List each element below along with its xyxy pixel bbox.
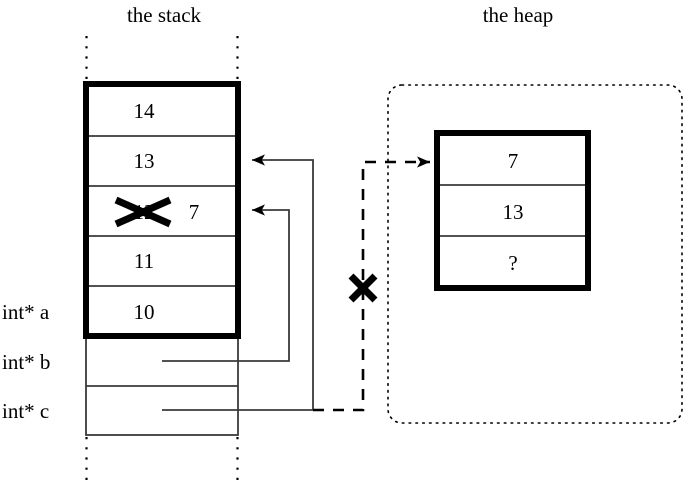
stack-cell-value-10: 10 xyxy=(134,300,155,324)
edge-c-to-heap-7 xyxy=(313,156,430,412)
stack-cell-value-14: 14 xyxy=(134,99,156,123)
edge-c-to-stack-13 xyxy=(162,154,314,411)
variable-label-c: int* c xyxy=(2,399,49,423)
stack-cell-value-7-replacement: 7 xyxy=(189,200,200,224)
variable-label-a: int* a xyxy=(2,300,50,324)
stack-boxed-cells-group xyxy=(83,81,241,339)
heap-title: the heap xyxy=(483,3,554,27)
x-strikethrough-mark xyxy=(114,196,172,228)
stack-cell-value-11: 11 xyxy=(134,249,154,273)
heap-cell-value-unknown: ? xyxy=(508,251,517,275)
heap-cell-value-7: 7 xyxy=(508,149,519,173)
heap-cell-value-13: 13 xyxy=(503,200,524,224)
variable-label-b: int* b xyxy=(2,350,50,374)
heap-block-group xyxy=(434,130,591,291)
x-cross-mark-broken-pointer xyxy=(348,273,378,303)
edge-b-to-stack-7 xyxy=(162,204,290,362)
stack-title: the stack xyxy=(127,3,202,27)
heap-region-outline xyxy=(387,84,683,424)
stack-cell-value-13: 13 xyxy=(134,149,155,173)
